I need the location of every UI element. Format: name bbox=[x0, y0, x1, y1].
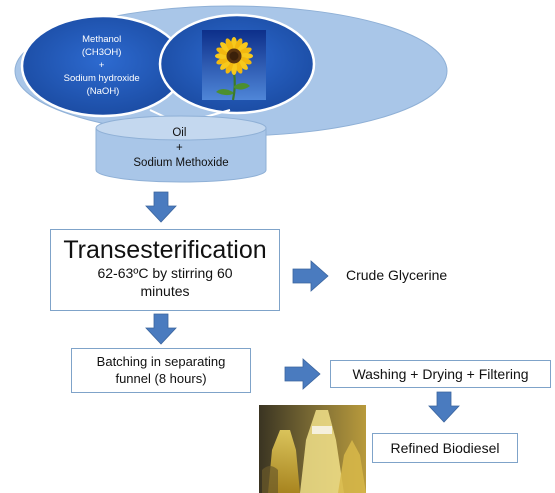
cylinder-text: Oil + Sodium Methoxide bbox=[133, 127, 228, 169]
batching-line2: funnel (8 hours) bbox=[115, 371, 207, 386]
sunflower-petal bbox=[225, 60, 234, 74]
sunflower-petal bbox=[220, 42, 231, 53]
batching-box: Batching in separating funnel (8 hours) bbox=[71, 348, 251, 393]
sunflower-petal bbox=[237, 59, 248, 70]
biodiesel-flasks-photo bbox=[259, 405, 366, 493]
arrow-down-2 bbox=[145, 313, 177, 345]
oil-cylinder bbox=[95, 115, 267, 183]
sunflower-petal bbox=[216, 56, 230, 65]
arrow-right-1 bbox=[292, 260, 329, 292]
sunflower-petal bbox=[238, 47, 252, 56]
arrow-down-3 bbox=[428, 391, 460, 423]
sunflower-petal bbox=[234, 38, 243, 52]
methanol-text: Methanol (CH3OH) + Sodium hydroxide (NaO… bbox=[64, 34, 143, 97]
transesterification-title: Transesterification bbox=[63, 236, 267, 264]
arrow-down-1 bbox=[145, 191, 177, 223]
sunflower-petal bbox=[225, 38, 234, 52]
sunflower-petal bbox=[238, 56, 252, 65]
sunflower-photo bbox=[202, 30, 266, 101]
crude-glycerine-label: Crude Glycerine bbox=[346, 267, 448, 283]
batching-line1: Batching in separating bbox=[96, 354, 226, 369]
refined-biodiesel-label: Refined Biodiesel bbox=[390, 440, 500, 456]
washing-label: Washing + Drying + Filtering bbox=[352, 366, 529, 382]
sunflower-petal bbox=[220, 59, 231, 70]
transesterification-line1: 62-63ºC by stirring 60 bbox=[97, 265, 233, 281]
transesterification-line2: minutes bbox=[140, 283, 190, 299]
sunflower-petal bbox=[234, 60, 243, 74]
sunflower-petal bbox=[237, 42, 248, 53]
sunflower-petal bbox=[216, 47, 230, 56]
washing-box: Washing + Drying + Filtering bbox=[330, 360, 551, 388]
arrow-right-2 bbox=[284, 358, 321, 390]
transesterification-box: Transesterification 62-63ºC by stirring … bbox=[50, 229, 280, 311]
refined-biodiesel-box: Refined Biodiesel bbox=[372, 433, 518, 463]
